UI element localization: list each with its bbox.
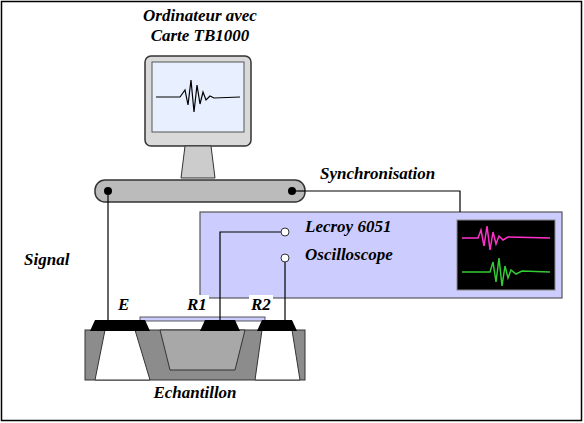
computer-title: Ordinateur avec Carte TB1000 (130, 6, 270, 46)
connector-label: Signal (22, 250, 71, 270)
computer-node: Ordinateur avec Carte TB1000 (95, 6, 305, 206)
wire-connector (284, 298, 285, 320)
plate (140, 317, 265, 321)
transducer (200, 320, 240, 331)
input-terminal (281, 228, 289, 236)
green-trace (462, 258, 550, 286)
screen-waveform (156, 80, 240, 112)
device-model: Lecroy 6051 (305, 217, 391, 237)
sample-node: Echantillon (75, 320, 315, 410)
wire (220, 232, 281, 298)
input-terminal (281, 254, 289, 262)
oscilloscope-node: Lecroy 6051Oscilloscope (200, 212, 562, 298)
wire-connector (219, 298, 220, 320)
wire-connector (107, 206, 108, 320)
transducer (257, 320, 297, 331)
sample-block (85, 330, 305, 380)
wire (107, 195, 108, 206)
wire-connector (305, 191, 460, 212)
magenta-trace (462, 226, 550, 250)
connector-dot (104, 187, 112, 195)
sample-pocket (255, 330, 300, 380)
sample-pocket (95, 330, 150, 380)
monitor-screen (152, 62, 244, 132)
monitor (145, 56, 251, 146)
transducer (90, 320, 150, 331)
part-label: R1 (185, 295, 209, 315)
part-label: R2 (249, 295, 273, 315)
device-name: Oscilloscope (305, 245, 393, 265)
oscilloscope-box (200, 212, 562, 298)
monitor-stand (181, 146, 215, 178)
connector-label: Synchronisation (318, 164, 437, 184)
part-label: E (116, 295, 131, 315)
computer-base (95, 180, 305, 202)
sample-pocket (160, 330, 245, 370)
oscilloscope-screen (457, 220, 555, 290)
wire (284, 262, 285, 298)
sample-name: Echantillon (75, 383, 315, 403)
wire (292, 190, 305, 191)
